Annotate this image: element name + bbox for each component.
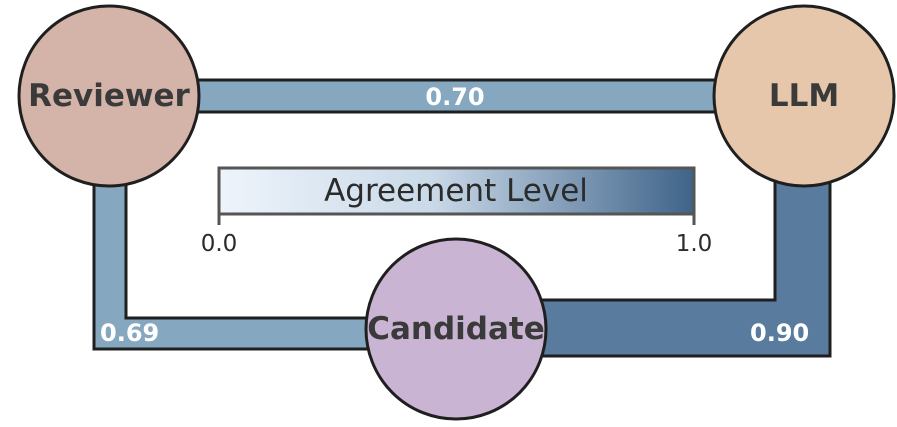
legend-min-label: 0.0: [201, 231, 238, 257]
edge-label-reviewer-candidate: 0.69: [100, 319, 159, 347]
edge-label-reviewer-llm: 0.70: [425, 83, 484, 111]
node-label-candidate: Candidate: [367, 311, 545, 347]
node-reviewer: Reviewer: [17, 4, 201, 188]
node-label-llm: LLM: [769, 78, 839, 114]
legend-max-label: 1.0: [676, 231, 713, 257]
node-candidate: Candidate: [364, 237, 548, 421]
node-llm: LLM: [712, 4, 896, 188]
legend-colorbar: [217, 166, 696, 216]
edge-label-llm-candidate: 0.90: [750, 319, 809, 347]
legend-title: Agreement Level: [324, 173, 588, 209]
node-label-reviewer: Reviewer: [28, 78, 190, 114]
agreement-legend: Agreement Level 0.0 1.0: [201, 166, 713, 257]
edge-reviewer-llm: 0.70: [178, 78, 742, 114]
